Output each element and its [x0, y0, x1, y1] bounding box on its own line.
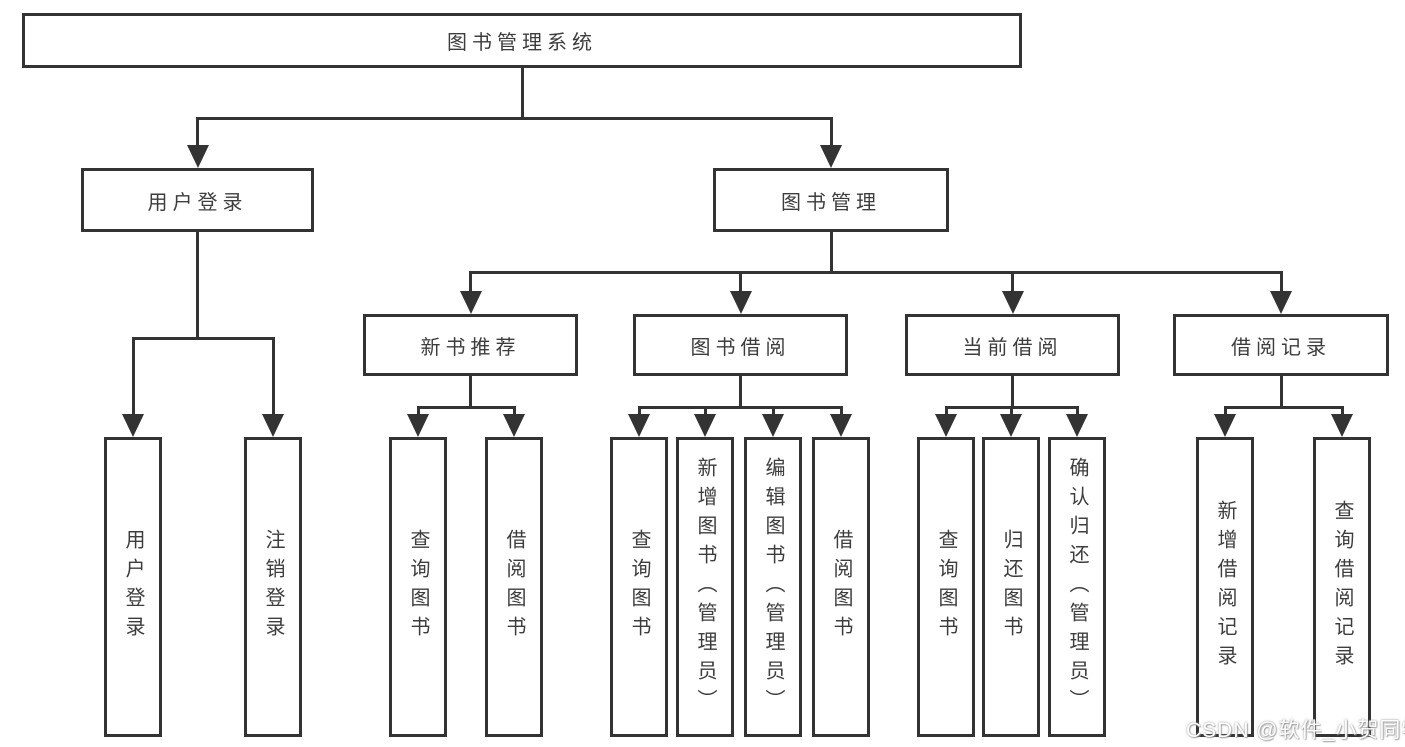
connector-level3-rail	[469, 271, 1283, 274]
leaf-query-books-borrow: 查询图书	[610, 437, 668, 737]
connector-line	[638, 406, 641, 417]
connector-line	[1224, 406, 1227, 417]
arrowhead-down-icon	[460, 291, 482, 314]
leaf-label: 查询借阅记录	[1331, 500, 1353, 674]
arrowhead-down-icon	[694, 414, 716, 437]
connector-line	[417, 406, 420, 417]
connector-line	[739, 271, 742, 294]
arrowhead-down-icon	[1066, 414, 1088, 437]
connector-line	[830, 117, 833, 147]
node-borrow-records: 借阅记录	[1173, 314, 1389, 376]
leaf-label: 新增图书（管理员）	[694, 456, 716, 718]
node-book-management: 图书管理	[713, 168, 949, 232]
watermark: CSDN @软件_小贺同学	[1186, 719, 1405, 742]
connector-borrow-rail	[638, 406, 843, 409]
leaf-label: 编辑图书（管理员）	[762, 456, 784, 718]
leaf-label: 用户登录	[122, 529, 144, 645]
leaf-label: 查询图书	[628, 529, 650, 645]
connector-line	[132, 337, 135, 416]
leaf-label: 借阅图书	[503, 529, 525, 645]
connector-records-rail	[1224, 406, 1344, 409]
leaf-label: 确认归还（管理员）	[1066, 456, 1088, 718]
connector-borrow-stem	[739, 376, 742, 409]
connector-line	[513, 406, 516, 417]
connector-line	[1076, 406, 1079, 417]
connector-user-login-rail	[132, 337, 275, 340]
arrowhead-down-icon	[1270, 291, 1292, 314]
leaf-label: 查询图书	[407, 529, 429, 645]
arrowhead-down-icon	[830, 414, 852, 437]
node-system-root: 图书管理系统	[22, 13, 1022, 68]
leaf-add-borrow-record: 新增借阅记录	[1196, 437, 1254, 737]
connector-line	[772, 406, 775, 417]
leaf-label: 借阅图书	[830, 529, 852, 645]
leaf-borrow-books: 借阅图书	[812, 437, 870, 737]
arrowhead-down-icon	[187, 145, 209, 168]
node-book-borrow: 图书借阅	[633, 314, 848, 376]
leaf-user-login: 用户登录	[104, 437, 162, 737]
leaf-label: 新增借阅记录	[1214, 500, 1236, 674]
arrowhead-down-icon	[262, 414, 284, 437]
leaf-edit-book-admin: 编辑图书（管理员）	[744, 437, 802, 737]
arrowhead-down-icon	[820, 145, 842, 168]
connector-line	[1280, 271, 1283, 294]
connector-root-stem	[521, 68, 524, 120]
arrowhead-down-icon	[1002, 291, 1024, 314]
connector-line	[1010, 406, 1013, 417]
node-current-borrow: 当前借阅	[905, 314, 1120, 376]
connector-level2-rail	[196, 117, 833, 120]
leaf-return-books: 归还图书	[982, 437, 1040, 737]
leaf-add-book-admin: 新增图书（管理员）	[676, 437, 734, 737]
leaf-label: 查询图书	[935, 529, 957, 645]
arrowhead-down-icon	[1214, 414, 1236, 437]
connector-line	[1341, 406, 1344, 417]
leaf-borrow-books-recommend: 借阅图书	[485, 437, 543, 737]
arrowhead-down-icon	[407, 414, 429, 437]
arrowhead-down-icon	[730, 291, 752, 314]
node-new-book-recommend: 新书推荐	[363, 314, 578, 376]
connector-line	[196, 117, 199, 147]
connector-line	[272, 337, 275, 416]
leaf-query-borrow-record: 查询借阅记录	[1313, 437, 1371, 737]
leaf-label: 注销登录	[262, 529, 284, 645]
connector-recommend-stem	[469, 376, 472, 409]
connector-line	[704, 406, 707, 417]
connector-line	[840, 406, 843, 417]
arrowhead-down-icon	[935, 414, 957, 437]
connector-line	[1011, 271, 1014, 294]
leaf-confirm-return-admin: 确认归还（管理员）	[1048, 437, 1106, 737]
connector-book-mgmt-stem	[830, 232, 833, 274]
connector-user-login-stem	[196, 232, 199, 338]
arrowhead-down-icon	[122, 414, 144, 437]
leaf-query-books-recommend: 查询图书	[389, 437, 447, 737]
connector-line	[469, 271, 472, 294]
arrowhead-down-icon	[1331, 414, 1353, 437]
leaf-label: 归还图书	[1000, 529, 1022, 645]
node-user-login: 用户登录	[81, 168, 314, 232]
connector-line	[945, 406, 948, 417]
leaf-logout: 注销登录	[244, 437, 302, 737]
connector-current-stem	[1011, 376, 1014, 409]
leaf-query-books-current: 查询图书	[917, 437, 975, 737]
connector-recommend-rail	[417, 406, 516, 409]
connector-records-stem	[1280, 376, 1283, 409]
arrowhead-down-icon	[503, 414, 525, 437]
arrowhead-down-icon	[628, 414, 650, 437]
arrowhead-down-icon	[1000, 414, 1022, 437]
arrowhead-down-icon	[762, 414, 784, 437]
